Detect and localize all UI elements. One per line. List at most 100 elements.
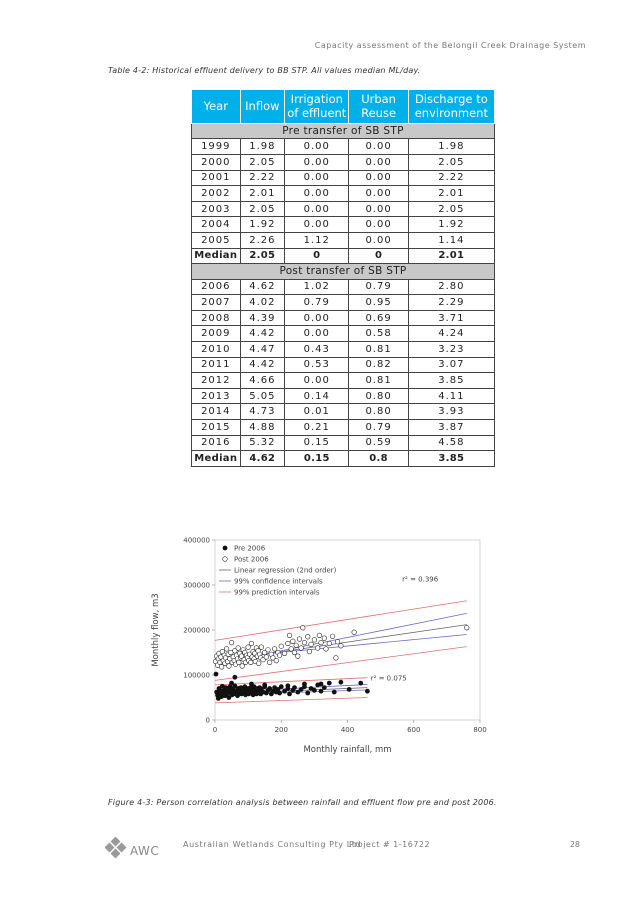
regression-line-post-pred-low <box>214 646 467 681</box>
table-cell: 0.80 <box>348 387 409 405</box>
header-irrigation: Irrigation of effluent <box>284 89 350 124</box>
table-cell: 0.15 <box>284 434 350 452</box>
pre-2006-point <box>364 688 370 694</box>
table-cell: 0.00 <box>348 138 409 155</box>
x-tick-label: 200 <box>275 726 288 734</box>
effluent-delivery-table: Year Inflow Irrigation of effluent Urban… <box>191 89 496 467</box>
table-cell: 2.05 <box>239 153 286 171</box>
legend-label-regression: Linear regression (2nd order) <box>234 567 337 575</box>
table-cell: 4.88 <box>239 419 286 436</box>
post-2006-point <box>464 625 470 631</box>
table-cell: Median <box>191 247 241 265</box>
footer-company: Australian Wetlands Consulting Pty Ltd <box>183 840 362 849</box>
legend-label-post: Post 2006 <box>234 556 269 564</box>
table-cell: 1.92 <box>239 216 286 233</box>
post-2006-point <box>323 646 329 652</box>
section-label: Post transfer of SB STP <box>191 263 495 280</box>
legend-label-pre: Pre 2006 <box>234 545 266 553</box>
post-2006-point <box>267 659 273 665</box>
header-urban-reuse: Urban Reuse <box>348 89 409 124</box>
post-2006-point <box>272 646 278 652</box>
x-tick-label: 0 <box>213 726 217 734</box>
table-cell: 4.39 <box>239 309 286 327</box>
pre-2006-point <box>278 684 284 690</box>
table-cell: 2016 <box>191 434 241 452</box>
table-cell: 2.01 <box>407 247 496 265</box>
pre-2006-point <box>249 681 254 687</box>
table-cell: 1.02 <box>284 278 350 296</box>
table-cell: 4.73 <box>239 403 286 421</box>
table-cell: 2012 <box>191 372 241 389</box>
header-inflow: Inflow <box>239 89 286 124</box>
post-2006-point <box>226 663 232 669</box>
pre-2006-point <box>292 685 297 690</box>
table-cell: 2010 <box>191 341 241 358</box>
awc-logo-icon <box>105 837 127 859</box>
legend-label-prediction: 99% prediction intervals <box>234 589 320 597</box>
post-2006-point <box>285 640 291 647</box>
post-2006-point <box>276 652 283 658</box>
table-cell: 0.00 <box>348 231 409 249</box>
post-2006-point <box>311 637 317 643</box>
table-cell: 4.24 <box>407 325 496 343</box>
table-cell: 2.22 <box>407 169 496 187</box>
y-axis-label: Monthly flow, m3 <box>151 593 161 666</box>
post-2006-point <box>308 641 314 647</box>
table-cell: 2009 <box>191 325 241 343</box>
pre-2006-point <box>232 674 238 680</box>
table-cell: 0.79 <box>348 419 409 436</box>
table-cell: 0.00 <box>284 153 350 171</box>
table-cell: 3.23 <box>407 341 496 358</box>
table-cell: 0.00 <box>284 216 350 233</box>
post-2006-point <box>318 639 324 646</box>
pre-2006-point <box>302 681 307 687</box>
page-number: 28 <box>569 840 580 849</box>
table-cell: 4.58 <box>407 434 496 452</box>
table-cell: 2.22 <box>239 169 286 187</box>
post-2006-point <box>333 655 339 661</box>
r-squared-post-annotation: r² = 0.396 <box>402 575 439 583</box>
table-cell: 4.42 <box>239 356 286 374</box>
table-cell: 0.00 <box>348 169 409 187</box>
section-label: Pre transfer of SB STP <box>191 122 495 140</box>
post-2006-point <box>305 634 311 640</box>
table-cell: 0.00 <box>348 185 409 202</box>
pre-2006-point <box>318 688 324 694</box>
pre-2006-point <box>318 681 324 687</box>
y-tick-label: 200000 <box>183 627 210 635</box>
post-2006-point <box>295 653 301 659</box>
section-row: Pre transfer of SB STP <box>191 122 495 140</box>
table-cell: 0.81 <box>348 341 409 358</box>
post-2006-point <box>248 640 255 647</box>
table-cell: 0.8 <box>348 450 409 467</box>
table-cell: 2003 <box>191 200 241 218</box>
post-2006-point <box>296 636 303 642</box>
table-cell: 1999 <box>191 138 241 155</box>
table-caption: Table 4-2: Historical effluent delivery … <box>108 66 421 75</box>
regression-line-pre-pred-high <box>214 677 368 686</box>
footer-project-number: Project # 1-16722 <box>349 840 431 849</box>
post-2006-point <box>273 658 279 664</box>
post-2006-point <box>301 639 308 646</box>
legend-label-confidence: 99% confidence intervals <box>234 578 323 586</box>
pre-2006-point <box>267 686 273 691</box>
x-axis-label: Monthly rainfall, mm <box>303 745 391 755</box>
pre-2006-point <box>287 691 292 697</box>
post-2006-point <box>238 653 245 659</box>
pre-2006-point <box>277 690 282 696</box>
post-2006-point <box>351 629 357 635</box>
pre-2006-point <box>213 671 219 677</box>
post-2006-point <box>326 640 332 647</box>
table-cell: 4.02 <box>239 294 286 311</box>
post-2006-point <box>235 645 241 651</box>
table-cell: 2.05 <box>407 153 496 171</box>
